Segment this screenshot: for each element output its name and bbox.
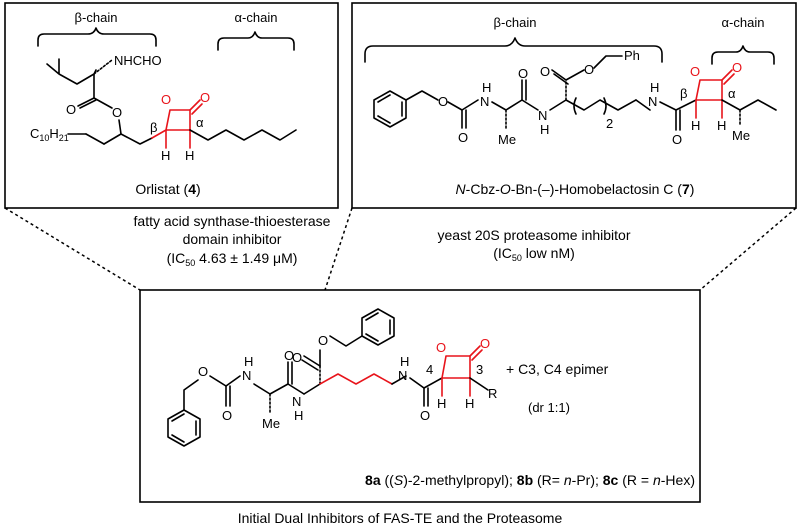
svg-text:O: O — [480, 336, 490, 351]
proteasome-caption-1: yeast 20S proteasome inhibitor — [438, 227, 631, 243]
fas-caption-2: domain inhibitor — [183, 231, 282, 247]
svg-text:O: O — [732, 60, 742, 75]
svg-text:H: H — [650, 80, 659, 95]
belactosin-beta-brace — [364, 37, 663, 63]
compound8-panel — [139, 289, 701, 503]
orlistat-h1: H — [161, 148, 170, 163]
svg-text:O: O — [438, 94, 448, 109]
orlistat-alpha-mark: α — [196, 115, 204, 130]
orlistat-h2: H — [185, 148, 194, 163]
orlistat-structure: NHCHO O O C10H21 O O H H β α — [30, 53, 297, 163]
belactosin-structure: O O H N Me O N H O O Ph 2 H N O O — [373, 48, 777, 147]
svg-text:N: N — [648, 94, 657, 109]
svg-text:3: 3 — [476, 362, 483, 377]
compound8-legend: 8a ((S)-2-methylpropyl); 8b (R= n-Pr); 8… — [365, 472, 695, 488]
svg-text:N: N — [242, 368, 251, 383]
svg-text:O: O — [292, 350, 302, 365]
svg-text:N: N — [292, 394, 301, 409]
belactosin-beta-label: β-chain — [494, 15, 537, 30]
epimer-text: + C3, C4 epimer — [506, 361, 609, 377]
svg-text:Me: Me — [732, 128, 750, 143]
svg-text:O: O — [222, 408, 232, 423]
orlistat-ester-o: O — [112, 105, 122, 120]
orlistat-panel — [4, 2, 339, 209]
svg-text:O: O — [584, 62, 594, 77]
svg-text:Me: Me — [498, 132, 516, 147]
svg-text:H: H — [294, 408, 303, 423]
svg-text:O: O — [540, 64, 550, 79]
orlistat-lactone-o: O — [200, 90, 210, 105]
belactosin-panel — [351, 2, 797, 209]
svg-text:O: O — [436, 340, 446, 355]
svg-text:O: O — [458, 130, 468, 145]
figure-footer: Initial Dual Inhibitors of FAS-TE and th… — [238, 510, 563, 526]
svg-text:O: O — [198, 364, 208, 379]
orlistat-beta-brace — [37, 27, 157, 47]
orlistat-alpha-label: α-chain — [235, 10, 278, 25]
svg-text:N: N — [398, 368, 407, 383]
svg-text:H: H — [244, 354, 253, 369]
connector-mid — [324, 207, 353, 291]
orlistat-alpha-brace — [217, 31, 295, 51]
svg-text:Me: Me — [262, 416, 280, 431]
svg-text:4: 4 — [426, 362, 433, 377]
fas-caption-1: fatty acid synthase-thioesterase — [134, 213, 331, 229]
svg-text:O: O — [284, 348, 294, 363]
svg-text:O: O — [318, 333, 328, 348]
connector-left — [4, 207, 141, 291]
orlistat-beta-label: β-chain — [75, 10, 118, 25]
svg-text:2: 2 — [606, 116, 613, 131]
svg-text:R: R — [488, 386, 497, 401]
orlistat-carbonyl-o: O — [66, 102, 76, 117]
orlistat-c10-label: C10H21 — [30, 126, 69, 143]
svg-text:Ph: Ph — [624, 48, 640, 63]
svg-text:N: N — [538, 108, 547, 123]
fas-caption-3: (IC50 4.63 ± 1.49 μM) — [167, 250, 298, 268]
svg-text:H: H — [691, 118, 700, 133]
orlistat-ring-o: O — [161, 92, 171, 107]
compound8-structure: O O N H H N O O O H H 4 3 R O Me — [167, 308, 497, 447]
dr-text: (dr 1:1) — [528, 400, 570, 415]
svg-text:O: O — [672, 132, 682, 147]
connector-right — [699, 207, 797, 291]
orlistat-beta-mark: β — [150, 120, 157, 135]
orlistat-name: Orlistat (4) — [135, 181, 200, 197]
svg-text:H: H — [717, 118, 726, 133]
svg-text:O: O — [420, 408, 430, 423]
svg-text:O: O — [690, 64, 700, 79]
svg-text:N: N — [480, 94, 489, 109]
svg-text:β: β — [680, 86, 687, 101]
belactosin-name: N-Cbz-O-Bn-(–)-Homobelactosin C (7) — [456, 181, 695, 197]
svg-text:H: H — [482, 80, 491, 95]
proteasome-caption-2: (IC50 low nM) — [493, 245, 575, 263]
svg-text:H: H — [400, 354, 409, 369]
svg-text:H: H — [465, 396, 474, 411]
svg-text:O: O — [518, 66, 528, 81]
belactosin-alpha-label: α-chain — [722, 15, 765, 30]
belactosin-alpha-brace — [711, 45, 775, 65]
svg-text:H: H — [540, 122, 549, 137]
svg-text:α: α — [728, 86, 736, 101]
svg-text:H: H — [437, 396, 446, 411]
nhcho-label: NHCHO — [114, 53, 162, 68]
